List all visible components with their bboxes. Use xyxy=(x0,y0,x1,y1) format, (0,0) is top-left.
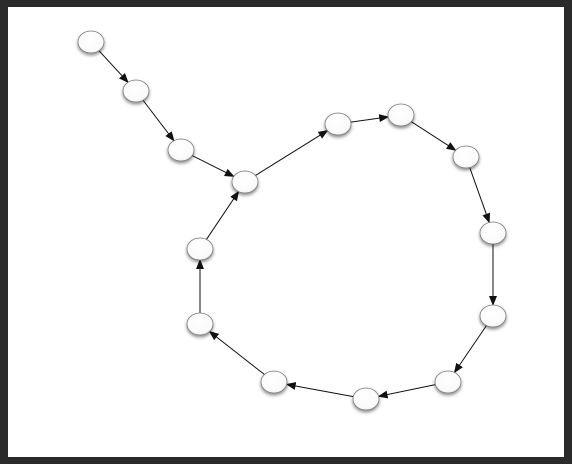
edge-arrow xyxy=(191,155,235,177)
graph-node[interactable] xyxy=(324,112,352,136)
edge-arrow xyxy=(350,114,390,123)
edge-arrow xyxy=(411,121,457,151)
edges-layer xyxy=(98,50,497,399)
edge-arrow xyxy=(255,129,329,176)
graph-node[interactable] xyxy=(260,370,288,394)
edge-arrow xyxy=(469,167,491,224)
graph-node[interactable] xyxy=(231,170,259,194)
graph-node[interactable] xyxy=(186,237,214,261)
diagram-canvas xyxy=(8,7,564,457)
graph-node[interactable] xyxy=(387,103,415,127)
edge-arrow xyxy=(377,384,436,399)
edge-arrow xyxy=(142,99,175,142)
edge-arrow xyxy=(208,330,265,375)
edge-arrow xyxy=(206,190,240,240)
graph-node[interactable] xyxy=(479,304,507,328)
graph-node[interactable] xyxy=(167,138,195,162)
graph-node[interactable] xyxy=(352,387,380,411)
graph-node[interactable] xyxy=(186,312,214,336)
graph-node[interactable] xyxy=(434,370,462,394)
graph-svg xyxy=(77,30,507,411)
edge-arrow xyxy=(98,50,129,84)
edge-arrow xyxy=(285,382,354,398)
graph-node[interactable] xyxy=(77,30,105,54)
nodes-layer xyxy=(77,30,507,411)
graph-node[interactable] xyxy=(479,221,507,245)
graph-node[interactable] xyxy=(452,145,480,169)
graph-node[interactable] xyxy=(122,79,150,103)
edge-arrow xyxy=(453,325,487,374)
